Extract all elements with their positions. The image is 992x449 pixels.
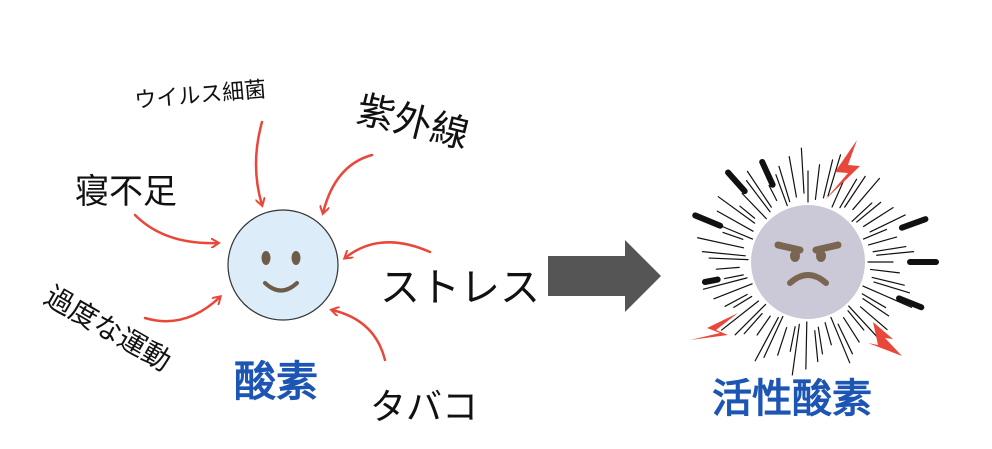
ray xyxy=(851,202,873,222)
ray xyxy=(859,306,888,331)
ray xyxy=(814,330,819,363)
ray xyxy=(842,316,860,343)
right-brow xyxy=(812,241,842,254)
ray xyxy=(733,295,753,309)
ray xyxy=(869,214,906,233)
ray xyxy=(715,266,740,270)
lightning-icons xyxy=(690,140,902,356)
ray xyxy=(847,310,865,331)
arrow-stress xyxy=(345,241,432,258)
cause-tobacco-label: タバコ xyxy=(370,387,479,428)
ray xyxy=(876,251,915,256)
ray xyxy=(822,159,834,199)
ray xyxy=(831,179,845,208)
ray xyxy=(791,323,800,376)
ray xyxy=(720,300,760,331)
ray xyxy=(869,268,900,274)
ray xyxy=(805,321,808,370)
lightning-icon xyxy=(825,140,860,200)
ray xyxy=(862,206,894,228)
ray xyxy=(862,228,888,240)
arrow-virus xyxy=(254,120,262,205)
ray xyxy=(789,326,796,352)
ray xyxy=(734,303,767,336)
ray xyxy=(739,205,756,219)
ray xyxy=(701,251,746,257)
ray xyxy=(861,293,887,309)
ray xyxy=(722,231,744,240)
lightning-icon xyxy=(690,313,738,340)
ray xyxy=(844,175,866,208)
ray xyxy=(775,174,788,207)
ray xyxy=(717,196,756,224)
ray xyxy=(743,312,763,335)
thick-ray xyxy=(896,295,925,311)
left-brow xyxy=(774,241,804,254)
ray xyxy=(756,315,771,336)
ray xyxy=(724,274,744,280)
frown xyxy=(787,272,829,286)
burst-rays xyxy=(692,147,939,376)
ray xyxy=(868,236,898,246)
oxygen-label: 酸素 xyxy=(234,357,319,406)
ray xyxy=(708,257,749,261)
left-eye xyxy=(261,251,271,265)
oxygen-molecule xyxy=(227,209,339,321)
thick-ray xyxy=(898,216,929,231)
ray xyxy=(713,283,753,300)
ray xyxy=(716,210,754,232)
thick-ray xyxy=(701,276,721,285)
ray xyxy=(724,293,748,307)
ray xyxy=(837,323,854,355)
ray xyxy=(763,315,784,358)
right-eye xyxy=(291,251,301,265)
arrow-sleep xyxy=(133,213,218,243)
ray xyxy=(768,184,778,202)
thick-ray xyxy=(692,212,724,229)
thick-ray xyxy=(725,169,748,195)
cause-arrows xyxy=(133,120,432,362)
ray xyxy=(741,192,768,220)
ray xyxy=(830,316,851,364)
ray xyxy=(788,156,798,198)
ray xyxy=(817,326,824,355)
ray xyxy=(871,276,905,286)
cause-stress-label: ストレス xyxy=(380,265,540,311)
active-oxygen-label: 活性酸素 xyxy=(712,376,872,422)
thick-ray xyxy=(759,158,776,188)
cause-sleep-label: 寝不足 xyxy=(75,172,177,212)
ray xyxy=(754,316,779,362)
ray xyxy=(745,180,771,213)
arrow-exercise xyxy=(143,297,220,323)
ray xyxy=(800,147,805,194)
ray xyxy=(702,277,748,290)
ray xyxy=(697,237,745,249)
ray xyxy=(777,327,788,356)
ray xyxy=(717,224,754,240)
ray xyxy=(862,298,890,317)
ray xyxy=(852,177,881,211)
ray xyxy=(862,285,913,308)
ray xyxy=(778,165,791,203)
ray xyxy=(814,164,821,201)
ray xyxy=(824,322,832,346)
ray xyxy=(746,170,772,208)
ray xyxy=(873,281,911,294)
active-oxygen-molecule xyxy=(751,205,865,319)
smile xyxy=(263,281,299,293)
ray xyxy=(856,201,882,223)
ray xyxy=(872,245,907,253)
arrow-tobacco xyxy=(332,310,387,362)
big-arrow-icon xyxy=(548,240,661,312)
ray xyxy=(827,154,842,197)
arrow-uv xyxy=(323,153,374,213)
ray xyxy=(839,178,858,209)
lightning-icon xyxy=(868,322,902,356)
